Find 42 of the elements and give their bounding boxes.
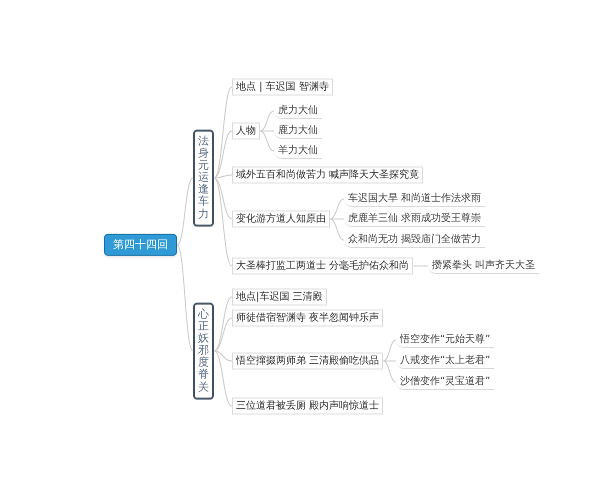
connector-line: [214, 350, 232, 362]
connector-line: [382, 360, 396, 382]
subtopic-box: 地点|车迟国 三清殿: [232, 288, 327, 306]
connector-line: [330, 218, 344, 220]
leaf-topic: 众和尚无功 揭毁庙门全做苦力: [344, 232, 486, 248]
connector-line: [214, 130, 232, 178]
subtopic-box: 人物: [232, 122, 260, 140]
connector-line: [330, 218, 344, 240]
branch-topic: 心正妖邪度脊关: [193, 302, 214, 400]
connector-line: [214, 350, 232, 406]
connector-line: [214, 318, 232, 352]
subtopic-box: 域外五百和尚做苦力 喊声降天大圣探究竟: [232, 166, 424, 184]
leaf-topic: 虎鹿羊三仙 求雨成功受王尊崇: [344, 211, 486, 227]
connector-line: [382, 360, 396, 362]
subtopic-box: 大圣棒打监工两道士 分毫毛护佑众和尚: [232, 258, 414, 274]
branch-topic: 法身元运逢车力: [193, 130, 214, 226]
subtopic-box: 地点 | 车迟国 智渊寺: [232, 78, 333, 96]
leaf-topic: 攒紧拳头 叫声齐天大圣: [428, 258, 540, 274]
connector-line: [330, 198, 344, 220]
subtopic-box: 悟空撺掇两师弟 三清殿偷吃供品: [232, 352, 384, 370]
root-topic: 第四十四回: [104, 234, 177, 256]
subtopic-box: 三位道君被丢厕 殿内声响惊道士: [232, 398, 384, 414]
connector-line: [176, 178, 194, 246]
leaf-topic: 羊力大仙: [274, 143, 322, 159]
leaf-topic: 悟空变作“元始天尊”: [396, 332, 494, 348]
connector-line: [214, 86, 232, 178]
connector-line: [260, 130, 274, 132]
leaf-topic: 鹿力大仙: [274, 123, 322, 139]
leaf-topic: 沙僧变作“灵宝道君”: [396, 374, 494, 390]
leaf-topic: 八戒变作“太上老君”: [396, 353, 494, 369]
connector-line: [382, 340, 396, 362]
connector-line: [260, 110, 274, 132]
subtopic-box: 变化游方道人知原由: [232, 210, 330, 228]
connector-line: [214, 178, 232, 220]
connector-line: [214, 178, 232, 266]
leaf-topic: 车迟国大旱 和尚道士作法求雨: [344, 191, 486, 207]
connector-line: [214, 174, 232, 178]
connector-line: [214, 296, 232, 352]
connector-line: [176, 244, 194, 352]
subtopic-box: 师徒借宿智渊寺 夜半忽闻钟乐声: [232, 310, 384, 326]
connector-line: [260, 130, 274, 152]
leaf-topic: 虎力大仙: [274, 103, 322, 119]
